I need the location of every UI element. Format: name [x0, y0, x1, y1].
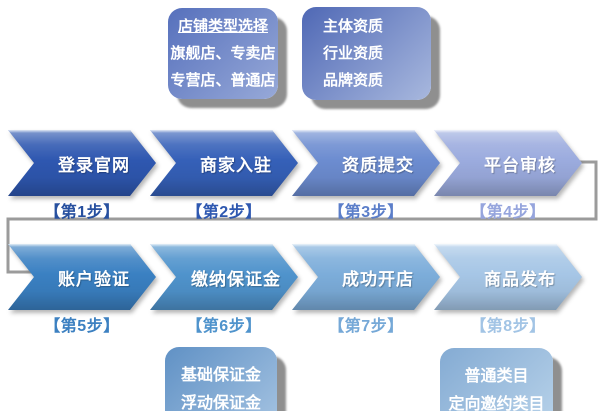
callout-qualifications-line: 行业资质 — [323, 45, 384, 62]
step-7-label: 【第7步】 — [328, 318, 404, 335]
step-arrow-1-shape: 登录官网 — [8, 130, 156, 196]
step-arrow-7: 成功开店 — [292, 244, 440, 310]
callout-store-type-line: 旗舰店、专卖店 — [170, 45, 276, 62]
callout-qualifications: 主体资质 行业资质 品牌资质 — [302, 7, 431, 100]
step-1-title: 登录官网 — [58, 155, 130, 175]
callout-deposit-line: 浮动保证金 — [180, 395, 261, 411]
step-8-title: 商品发布 — [484, 269, 556, 289]
step-2-title: 商家入驻 — [200, 155, 272, 175]
step-1-label: 【第1步】 — [44, 204, 120, 221]
step-arrow-6: 缴纳保证金 — [150, 244, 298, 310]
step-6-title: 缴纳保证金 — [191, 269, 281, 289]
step-arrow-2: 商家入驻 — [150, 130, 298, 196]
step-3-title: 资质提交 — [342, 155, 414, 175]
step-3-label: 【第3步】 — [328, 204, 404, 221]
callout-qualifications-line: 品牌资质 — [323, 72, 384, 89]
callout-store-type: 店铺类型选择 旗舰店、专卖店 专营店、普通店 — [168, 8, 278, 99]
step-arrow-4: 平台审核 — [434, 130, 582, 196]
step-arrow-7-shape: 成功开店 — [292, 244, 440, 310]
step-arrow-8-shape: 商品发布 — [434, 244, 582, 310]
callout-category-line: 普通类目 — [464, 368, 529, 385]
step-arrow-3-shape: 资质提交 — [292, 130, 440, 196]
step-4-title: 平台审核 — [484, 155, 556, 175]
step-2-label: 【第2步】 — [186, 204, 262, 221]
step-5-title: 账户验证 — [58, 269, 130, 289]
callout-store-type-line: 专营店、普通店 — [170, 72, 276, 89]
step-7-title: 成功开店 — [342, 269, 414, 289]
step-arrow-5: 账户验证 — [8, 244, 156, 310]
step-8-label: 【第8步】 — [470, 318, 546, 335]
step-arrow-8: 商品发布 — [434, 244, 582, 310]
callout-qualifications-line: 主体资质 — [323, 18, 384, 35]
step-4-label: 【第4步】 — [470, 204, 546, 221]
step-arrow-1: 登录官网 — [8, 130, 156, 196]
callout-category-line: 定向邀约类目 — [448, 396, 545, 411]
step-arrow-3: 资质提交 — [292, 130, 440, 196]
callout-category: 普通类目 定向邀约类目 — [440, 348, 553, 411]
callout-store-type-heading: 店铺类型选择 — [177, 18, 268, 35]
step-6-label: 【第6步】 — [186, 318, 262, 335]
step-arrow-4-shape: 平台审核 — [434, 130, 582, 196]
callout-deposit: 基础保证金 浮动保证金 — [165, 347, 277, 411]
step-arrow-6-shape: 缴纳保证金 — [150, 244, 298, 310]
step-arrow-2-shape: 商家入驻 — [150, 130, 298, 196]
step-5-label: 【第5步】 — [44, 318, 120, 335]
step-arrow-5-shape: 账户验证 — [8, 244, 156, 310]
callout-deposit-line: 基础保证金 — [180, 367, 261, 384]
